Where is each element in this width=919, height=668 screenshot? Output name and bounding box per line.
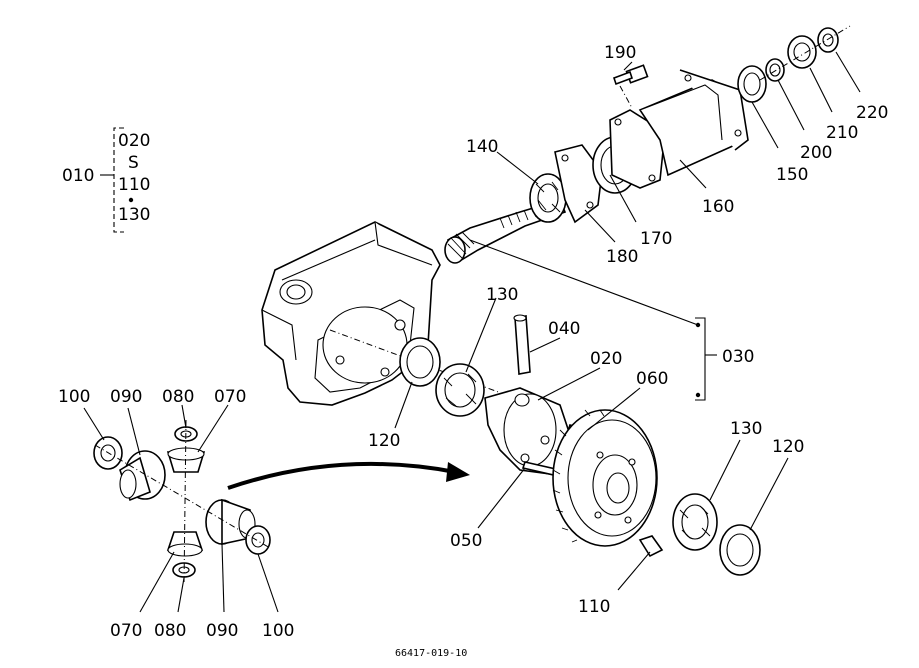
ring-gear <box>552 409 658 547</box>
callout-range-symbol: S <box>128 153 139 173</box>
pin-040 <box>513 314 531 375</box>
callout-070-lower: 070 <box>110 621 142 641</box>
callout-180: 180 <box>606 247 638 267</box>
bearing-130 <box>435 363 485 417</box>
callout-030: 030 <box>722 347 754 367</box>
assembly-arrow <box>227 461 470 490</box>
callout-080-lower: 080 <box>154 621 186 641</box>
shim-120 <box>399 337 441 387</box>
callout-160: 160 <box>702 197 734 217</box>
leader-lines <box>83 51 861 613</box>
callout-150: 150 <box>776 165 808 185</box>
assembly-bracket-030 <box>469 239 717 401</box>
callout-170: 170 <box>640 229 672 249</box>
washer-100-right <box>245 525 271 555</box>
callout-100-lower: 100 <box>262 621 294 641</box>
callout-labels: 010 020 S 110 130 190 140 150 160 170 18… <box>58 43 888 659</box>
callout-040: 040 <box>548 319 580 339</box>
collar-200 <box>765 58 785 82</box>
callout-090-upper: 090 <box>110 387 142 407</box>
bolt-190 <box>612 64 649 109</box>
drawing-reference-code: 66417-019-10 <box>395 648 467 659</box>
bearing-150 <box>737 65 767 103</box>
callout-110-group: 110 <box>118 175 150 195</box>
callout-060: 060 <box>636 369 668 389</box>
callout-050: 050 <box>450 531 482 551</box>
bearing-housing-160 <box>609 69 749 189</box>
callout-210: 210 <box>826 123 858 143</box>
callout-120-right: 120 <box>772 437 804 457</box>
callout-020: 020 <box>590 349 622 369</box>
callout-120-left: 120 <box>368 431 400 451</box>
callout-100-upper: 100 <box>58 387 90 407</box>
callout-200: 200 <box>800 143 832 163</box>
callout-110: 110 <box>578 597 610 617</box>
pinion-gear-070-lower <box>166 531 204 557</box>
shim-120-right <box>719 524 761 576</box>
callout-070-upper: 070 <box>214 387 246 407</box>
callout-020-group: 020 <box>118 131 150 151</box>
side-gear-090-right <box>205 498 256 545</box>
washer-210 <box>787 35 817 69</box>
callout-140: 140 <box>466 137 498 157</box>
bearing-140 <box>529 173 567 223</box>
differential-case-020 <box>484 387 576 476</box>
callout-130-right: 130 <box>730 419 762 439</box>
retainer-plate-180 <box>554 144 603 224</box>
pinion-gear-070-upper <box>166 447 206 473</box>
bolt-110 <box>638 535 664 558</box>
nut-220 <box>817 27 839 53</box>
callout-090-lower: 090 <box>206 621 238 641</box>
side-gear-090-left <box>119 450 166 502</box>
bearing-130-right <box>672 493 718 551</box>
callout-130-left-bearing: 130 <box>486 285 518 305</box>
transmission-case <box>261 221 441 406</box>
callout-220: 220 <box>856 103 888 123</box>
callout-190: 190 <box>604 43 636 63</box>
callout-010: 010 <box>62 166 94 186</box>
callout-080-upper: 080 <box>162 387 194 407</box>
assembly-bracket-010 <box>100 127 134 233</box>
callout-130-group: 130 <box>118 205 150 225</box>
